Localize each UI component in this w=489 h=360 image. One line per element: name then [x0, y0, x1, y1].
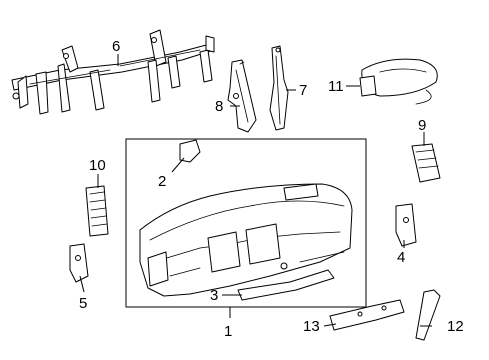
callout-4: 4	[397, 249, 405, 266]
side-vent-right-part	[411, 143, 441, 183]
side-bracket-left-part	[227, 59, 257, 133]
side-bracket-right-part	[269, 45, 289, 131]
lower-reinforcement-part	[237, 262, 335, 301]
instrument-panel-part	[139, 183, 353, 297]
airbag-module-part	[359, 58, 438, 105]
callout-10: 10	[89, 157, 106, 174]
reinforcement-beam-part	[11, 29, 215, 115]
small-bracket-part	[179, 139, 201, 163]
callout-7: 7	[299, 82, 307, 99]
leader-lines	[79, 54, 432, 327]
side-trim-part	[415, 289, 441, 341]
callout-1: 1	[224, 323, 232, 340]
callout-11: 11	[328, 78, 344, 95]
callout-13: 13	[303, 318, 320, 335]
callout-12: 12	[447, 318, 464, 335]
callout-3: 3	[210, 287, 218, 304]
lower-bracket-part	[329, 299, 405, 331]
bracket-right-lower-part	[395, 203, 417, 247]
callout-8: 8	[215, 98, 223, 115]
callout-5: 5	[79, 295, 87, 312]
callout-9: 9	[418, 117, 426, 134]
side-vent-left-part	[85, 185, 109, 237]
callout-2: 2	[158, 173, 166, 190]
bracket-left-lower-part	[69, 243, 89, 283]
callout-6: 6	[112, 38, 120, 55]
